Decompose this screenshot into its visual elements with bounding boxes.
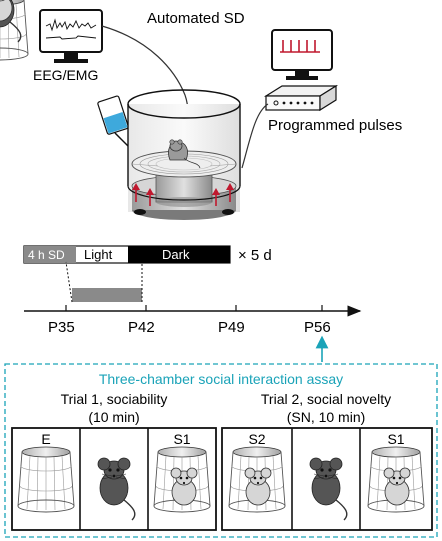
trial1-center-mouse [97,457,136,521]
airflow-arrows-icon [132,183,234,206]
trial1-duration: (10 min) [88,409,139,425]
trial2-left-label: S2 [248,431,265,447]
cage-mouse-icon [168,139,201,169]
pulse-monitor-icon [271,29,333,80]
sd-label: 4 h SD [28,248,65,262]
water-bottle-icon [97,95,131,149]
tick-p49: P49 [218,319,245,336]
trial1-left-label: E [41,431,50,447]
pulses-label: Programmed pulses [268,117,402,134]
sd-period-bar [72,288,142,302]
trial2-duration: (SN, 10 min) [287,409,366,425]
eeg-monitor-icon [39,9,103,63]
tick-p42: P42 [128,319,155,336]
schedule-bar [23,245,231,264]
trial2-center-mouse [309,457,348,521]
trial1-empty-cup [17,446,75,513]
sd-bracket-lines [65,261,143,303]
pulse-generator-icon [263,84,339,112]
trial1-s1-mouse [170,467,198,506]
trial2-right-label: S1 [387,431,404,447]
trial2-chamber [221,427,433,531]
assay-frame [4,363,438,538]
trial1-chamber [11,427,217,531]
setup-title: Automated SD [147,10,245,27]
pulse-cable [241,103,269,169]
trial2-title: Trial 2, social novelty [261,391,391,407]
timeline-tick-marks [65,305,323,311]
stranger-mouse-icon [0,0,13,22]
trial2-s1-mouse [383,467,411,506]
eeg-label: EEG/EMG [33,67,98,83]
repeat-label: × 5 d [238,247,272,264]
light-label: Light [84,247,113,262]
tick-p56: P56 [304,319,331,336]
trial1-right-label: S1 [173,431,190,447]
dark-label: Dark [162,247,190,262]
assay-title: Three-chamber social interaction assay [99,371,343,387]
trial1-title: Trial 1, sociability [61,391,168,407]
trial2-s2-mouse [244,467,272,506]
tick-p35: P35 [48,319,75,336]
